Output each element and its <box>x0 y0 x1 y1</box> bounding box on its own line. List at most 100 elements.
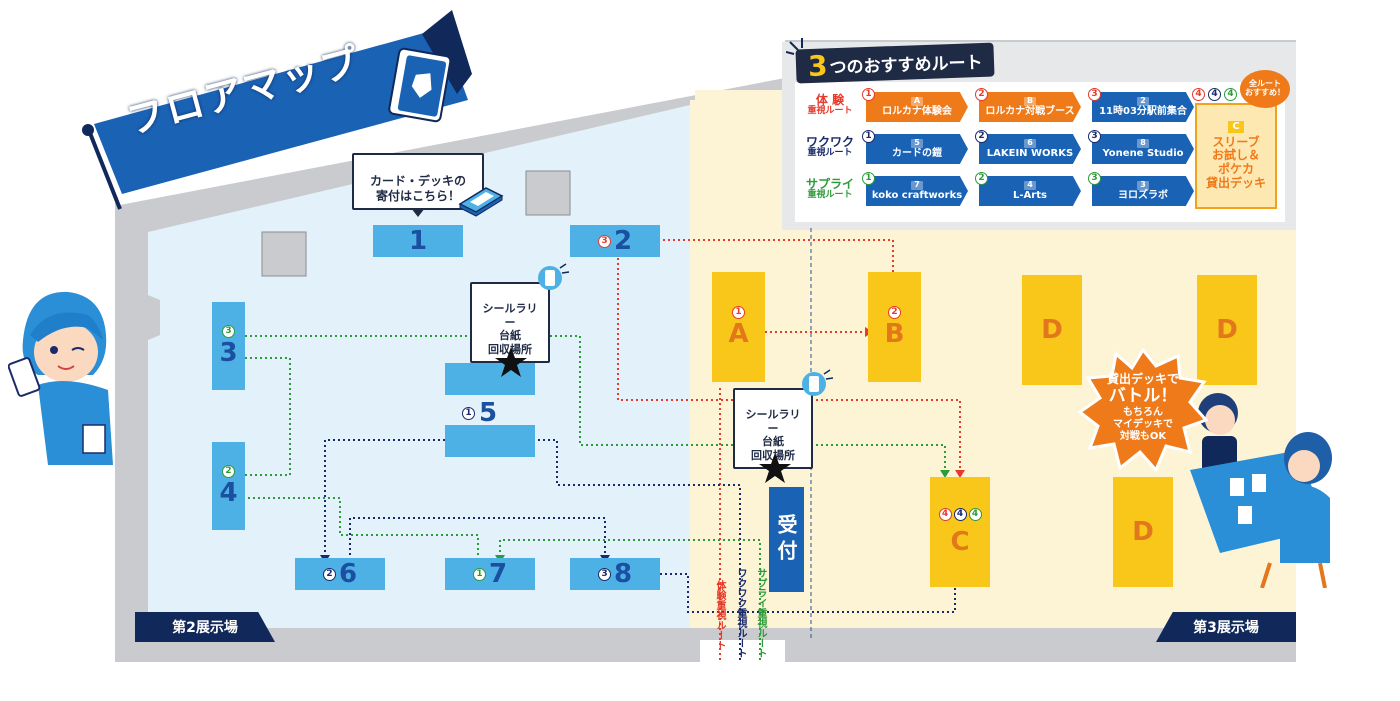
star-marker-1-icon <box>495 347 527 377</box>
booth-1-number: 1 <box>408 226 428 256</box>
title-banner <box>82 10 472 210</box>
entrance-gap <box>700 640 785 670</box>
route-green-lines <box>245 335 946 660</box>
booth-C-badge-red: 4 <box>938 507 952 521</box>
booth-6-number: 6 <box>338 559 358 589</box>
legend-cell-booth-id: 3 <box>1137 180 1149 190</box>
legend-route-name-1: ワクワク重視ルート <box>800 135 860 159</box>
booth-B[interactable]: 2 B <box>868 272 921 382</box>
booth-C[interactable]: 4 4 4 C <box>930 477 990 587</box>
booth-2[interactable]: 3 2 <box>570 225 660 257</box>
legend-route-name-main: 体 験 <box>815 93 845 107</box>
legend-cell-label: LAKEIN WORKS <box>986 147 1074 159</box>
legend-step-badge: 2 <box>975 130 988 143</box>
battle-line-5: 対戦もOK <box>1119 430 1167 442</box>
legend-cell-booth-id: 8 <box>1137 138 1149 148</box>
booth-7[interactable]: 1 7 <box>445 558 535 590</box>
booth-4-step-badge: 2 <box>222 464 235 478</box>
battle-burst-shape <box>1078 348 1208 473</box>
booth-D-3-letter: D <box>1132 517 1154 547</box>
legend-step-badge: 1 <box>862 172 875 185</box>
legend-route-name-0: 体 験重視ルート <box>800 93 860 117</box>
booth-D-2[interactable]: D <box>1197 275 1257 385</box>
legend-final-steps: 4 4 4 <box>1192 88 1237 101</box>
all-routes-badge: 全ルート おすすめ！ <box>1240 70 1290 108</box>
legend-final-step-navy: 4 <box>1208 88 1221 101</box>
pillar-1 <box>261 231 307 277</box>
route-label-wakuwaku: ワクワク重視ルート <box>735 568 746 658</box>
booth-D-1[interactable]: D <box>1022 275 1082 385</box>
legend-route-name-sub: 重視ルート <box>807 190 853 201</box>
booth-D-2-letter: D <box>1216 315 1238 345</box>
booth-5-step-badge: 1 <box>462 406 475 420</box>
booth-2-number: 2 <box>613 226 633 256</box>
legend-title-number: 3 <box>807 48 829 83</box>
booth-6[interactable]: 2 6 <box>295 558 385 590</box>
legend-route-name-main: サプライ <box>805 177 854 191</box>
legend-step-badge: 3 <box>1088 130 1101 143</box>
legend-final-line1: スリーブ <box>1212 134 1260 149</box>
booth-8-number: 8 <box>613 559 633 589</box>
booth-3[interactable]: 3 3 <box>212 302 245 390</box>
sticker-return-callout-1-text: シールラリー 台紙 回収場所 <box>482 301 538 356</box>
legend-final-cell: C スリーブ お試し＆ ポケカ 貸出デッキ <box>1195 103 1277 209</box>
legend-cell-booth-id: A <box>910 96 924 106</box>
battle-line-3: もちろん <box>1123 406 1163 418</box>
battle-callout-text: 貸出デッキで バトル！ もちろん マイデッキで 対戦もOK <box>1090 372 1196 443</box>
booth-8[interactable]: 3 8 <box>570 558 660 590</box>
legend-route-name-sub: 重視ルート <box>807 106 853 117</box>
donation-callout: カード・デッキの 寄付はこちら！ <box>352 153 484 217</box>
legend-cell-booth-id: 4 <box>1024 180 1036 190</box>
battle-line-1: 貸出デッキで <box>1106 372 1179 386</box>
reception-desk[interactable]: 受付 <box>769 487 804 592</box>
booth-4[interactable]: 2 4 <box>212 442 245 530</box>
legend-cell-label: Yonene Studio <box>1102 147 1184 159</box>
sticker-return-callout-2-text: シールラリー 台紙 回収場所 <box>745 407 801 462</box>
booth-6-step-badge: 2 <box>322 567 336 581</box>
phone-icon <box>538 263 570 290</box>
booth-5-upper[interactable] <box>445 363 535 395</box>
booth-A-letter: A <box>728 318 749 349</box>
battle-line-4: マイデッキで <box>1113 418 1173 430</box>
legend-step-badge: 1 <box>862 88 875 101</box>
legend-title-text: つのおすすめルート <box>829 52 983 78</box>
battle-illustration <box>1190 393 1332 588</box>
legend-route-name-2: サプライ重視ルート <box>800 177 860 201</box>
star-marker-2-icon <box>759 453 791 483</box>
legend-step-badge: 1 <box>862 130 875 143</box>
sticker-return-callout-2: シールラリー 台紙 回収場所 <box>733 388 813 476</box>
donation-callout-text: カード・デッキの 寄付はこちら！ <box>369 174 466 203</box>
legend-cell-booth-id: 2 <box>1137 96 1149 106</box>
booth-1[interactable]: 1 <box>373 225 463 257</box>
legend-cell-booth-id: 7 <box>911 180 923 190</box>
legend-route-name-sub: 重視ルート <box>807 148 853 159</box>
corridor <box>690 100 695 628</box>
legend-cell-label: L-Arts <box>1013 189 1047 201</box>
legend-title-spark-icon <box>786 38 803 55</box>
booth-A-step-badge: 1 <box>732 305 745 319</box>
booth-D-3[interactable]: D <box>1113 477 1173 587</box>
battle-line-2: バトル！ <box>1108 386 1178 407</box>
booth-5-lower[interactable] <box>445 425 535 457</box>
booth-C-badge-navy: 4 <box>953 507 967 521</box>
booth-A[interactable]: 1 A <box>712 272 765 382</box>
booth-5-label: 1 5 <box>462 398 497 428</box>
legend-cell-booth-id: 5 <box>911 138 923 148</box>
booth-4-number: 4 <box>219 477 238 508</box>
route-label-experience: 体験重視ルート <box>714 580 725 650</box>
booth-C-step-badges: 4 4 4 <box>938 507 982 521</box>
legend-cell-label: ロルカナ対戦ブース <box>985 105 1075 117</box>
booth-3-number: 3 <box>219 337 238 368</box>
booth-7-number: 7 <box>488 559 508 589</box>
legend-cell-label: 11時03分駅前集合 <box>1099 105 1187 117</box>
booth-C-letter: C <box>950 526 970 557</box>
guide-character-illustration <box>8 291 113 465</box>
route-label-supply: サプライ重視ルート <box>755 568 766 658</box>
